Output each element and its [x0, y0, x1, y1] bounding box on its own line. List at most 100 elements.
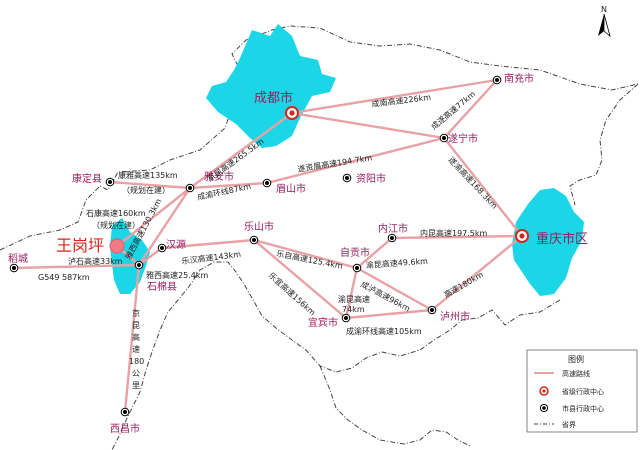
road-label-jingkun-south-5: 180	[129, 357, 144, 366]
highway-zigong-luzhou	[356, 266, 433, 312]
city-marker-luzhou	[427, 305, 437, 315]
city-marker-ziyang	[342, 173, 352, 183]
road-label-jingkun-south-1: 京	[132, 308, 140, 318]
highway-neijiang-chongqing	[391, 234, 523, 240]
highway-chengdu-nanchong	[291, 78, 498, 115]
highway-leshan-yibin	[253, 239, 347, 319]
city-label-chengdu: 成都市	[254, 90, 293, 106]
road-label-neikun: 内昆高速197.5km	[420, 228, 488, 238]
road-label-g549: G549 587km	[38, 273, 90, 282]
province-border-south	[111, 261, 561, 450]
city-label-shimian: 石棉县	[147, 280, 177, 293]
city-label-daocheng: 稻城	[8, 253, 28, 265]
highway-hanyuan-leshan	[161, 238, 255, 250]
city-marker-zigong	[352, 263, 362, 273]
road-label-yukun: 渝昆高速49.6km	[365, 256, 428, 270]
city-label-suining: 遂宁市	[448, 132, 478, 145]
legend-item-city-county: 市县行政中心	[562, 404, 604, 413]
city-label-neijiang: 内江市	[378, 222, 408, 235]
highway-meishan-suining	[266, 136, 445, 185]
road-label-leyi: 乐宜高速156km	[267, 270, 318, 318]
legend-item-province-border: 省界	[562, 420, 576, 429]
road-label-suizimei: 遂资眉高速194.7km	[297, 152, 373, 174]
city-marker-shimian	[134, 260, 144, 270]
road-label-jingkun-south-4: 速	[132, 345, 140, 354]
road-label-lushi: 泸石高速33km	[68, 256, 123, 266]
destination-marker-wanggangping	[109, 238, 125, 254]
highway-daocheng-shimian	[13, 263, 140, 270]
city-marker-yibin	[341, 313, 351, 323]
capital-marker-chongqing	[515, 229, 529, 243]
road-label-jingkun-south-6: 公	[132, 369, 140, 378]
city-label-luzhou: 泸州市	[440, 310, 470, 323]
highway-shimian-xichang	[123, 264, 141, 413]
province-border	[0, 25, 639, 251]
city-marker-nanchong	[492, 75, 502, 85]
road-label-kangya-note: （规划在建）	[122, 185, 170, 195]
city-marker-daocheng	[9, 263, 19, 273]
road-label-jingkun-south-3: 高	[132, 332, 140, 342]
city-label-ziyang: 资阳市	[356, 172, 386, 185]
city-label-xichang: 西昌市	[110, 422, 140, 435]
city-label-yaan: 雅安市	[204, 170, 234, 183]
highway-kangding-yaan	[109, 180, 191, 190]
road-label-chengyu-ring-87: 成渝环线87km	[196, 181, 252, 202]
city-markers	[9, 75, 529, 417]
road-label-jingkun-south-2: 昆	[132, 321, 140, 330]
north-label: N	[601, 5, 607, 14]
city-label-kangding: 康定县	[72, 172, 102, 185]
road-label-yulu: 高速180km	[442, 269, 485, 300]
city-label-nanchong: 南充市	[504, 72, 534, 85]
legend-item-highway: 高速路线	[562, 369, 590, 378]
highway-nanchong-suining	[443, 79, 498, 139]
highway-zigong-yibin	[344, 267, 359, 319]
highway-wgp-yaan	[116, 187, 191, 247]
legend-item-provincial-capital: 省级行政中心	[562, 387, 604, 396]
city-label-zigong: 自贡市	[340, 246, 370, 259]
city-marker-leshan	[249, 235, 259, 245]
city-marker-xichang	[120, 407, 130, 417]
city-marker-hanyuan	[157, 243, 167, 253]
road-label-yashi: 雅西高速25.4km	[146, 270, 208, 280]
province-border-east	[569, 83, 639, 206]
highway-shimian-hanyuan	[138, 247, 163, 266]
road-label-jingkun: 京昆高速265.5km	[205, 136, 266, 184]
highway-suining-chongqing	[443, 137, 523, 237]
city-label-yibin: 宜宾市	[308, 316, 338, 329]
road-label-yukun-74-km: 74km	[342, 305, 365, 314]
city-marker-kangding	[105, 177, 115, 187]
road-label-suiyu: 遂渝高速168.3km	[447, 155, 500, 211]
road-label-chengyu-ring-105: 成渝环线高速105km	[346, 326, 422, 336]
city-marker-yaan	[185, 183, 195, 193]
north-arrow-icon: N	[598, 5, 611, 38]
highway-luzhou-chongqing	[431, 235, 523, 311]
road-label-kangya: 康雅高速135km	[118, 170, 178, 180]
highway-shimian-yaan	[137, 187, 192, 266]
highway-chengdu-suining	[291, 111, 445, 140]
city-label-meishan: 眉山市	[276, 182, 306, 195]
city-marker-meishan	[262, 178, 272, 188]
province-border-south-2	[319, 365, 471, 447]
chongqing-region	[512, 188, 584, 296]
highway-yibin-luzhou	[345, 308, 433, 320]
city-label-hanyuan: 汉源	[166, 238, 186, 251]
chengdu-region	[206, 24, 336, 148]
highway-network	[13, 78, 523, 413]
road-label-yukun-74: 渝昆高速	[338, 294, 370, 304]
legend-provincial-capital-icon	[539, 386, 549, 396]
capital-marker-chengdu	[285, 106, 299, 120]
city-marker-neijiang	[387, 233, 397, 243]
legend: 图例 高速路线 省级行政中心 市县行政中心 省界	[526, 349, 638, 433]
legend-title: 图例	[568, 354, 584, 364]
city-label-leshan: 乐山市	[244, 220, 274, 233]
highway-leshan-zigong	[253, 238, 358, 270]
city-marker-suining	[439, 133, 449, 143]
highway-chengdu-yaan	[189, 112, 293, 189]
road-label-shikang-note: （规划在建）	[92, 220, 140, 230]
highway-zigong-neijiang	[356, 237, 393, 269]
city-label-wanggangping: 王岗坪	[56, 236, 104, 255]
road-label-jingkun-south-7: 里	[132, 381, 140, 390]
road-label-shikang: 石康高速160km	[86, 208, 146, 218]
